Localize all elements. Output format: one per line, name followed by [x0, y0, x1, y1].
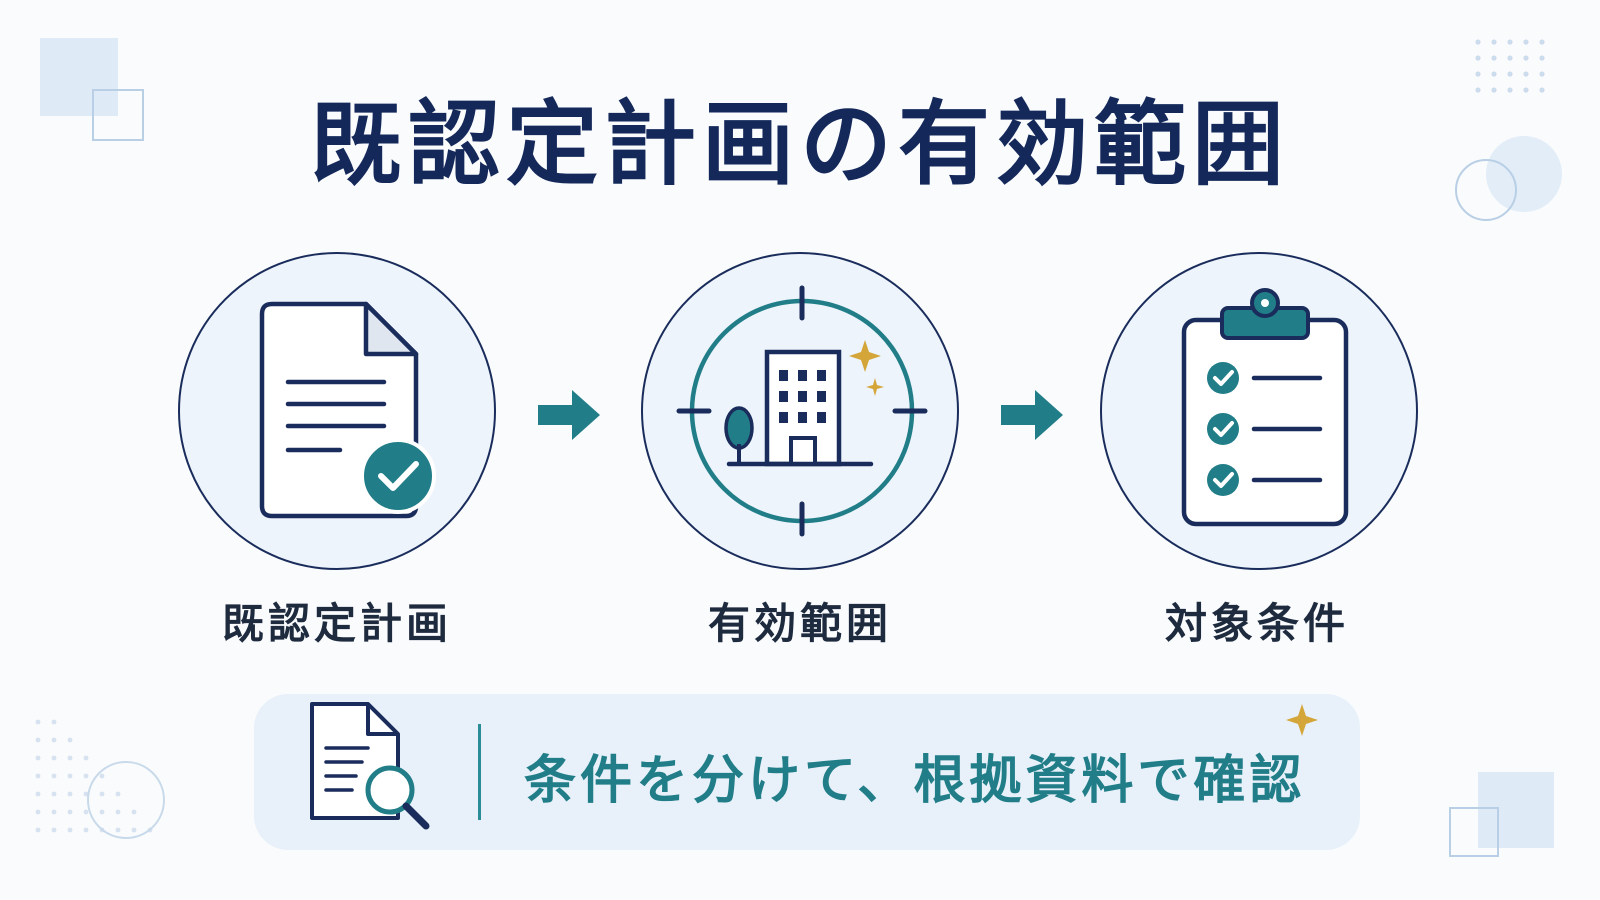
sparkle-icon	[1286, 704, 1318, 736]
banner-text: 条件を分けて、根拠資料で確認	[524, 751, 1306, 811]
step-circle-conditions	[1100, 252, 1418, 570]
step-circle-valid-scope	[641, 252, 959, 570]
clipboard-checklist-icon	[1181, 288, 1349, 527]
summary-banner: 条件を分けて、根拠資料で確認	[254, 694, 1360, 850]
step-label-conditions: 対象条件	[1164, 599, 1349, 648]
step-circle-approved-plan	[178, 252, 496, 570]
document-search-icon	[310, 702, 430, 830]
step-label-approved-plan: 既認定計画	[221, 599, 452, 648]
arrow-right-icon	[538, 390, 600, 440]
page-title: 既認定計画の有効範囲	[309, 91, 1290, 198]
building-target-icon	[676, 285, 928, 537]
step-label-valid-scope: 有効範囲	[707, 599, 892, 648]
arrow-right-icon	[1001, 390, 1063, 440]
banner-divider	[478, 724, 481, 820]
document-check-icon	[259, 301, 436, 519]
